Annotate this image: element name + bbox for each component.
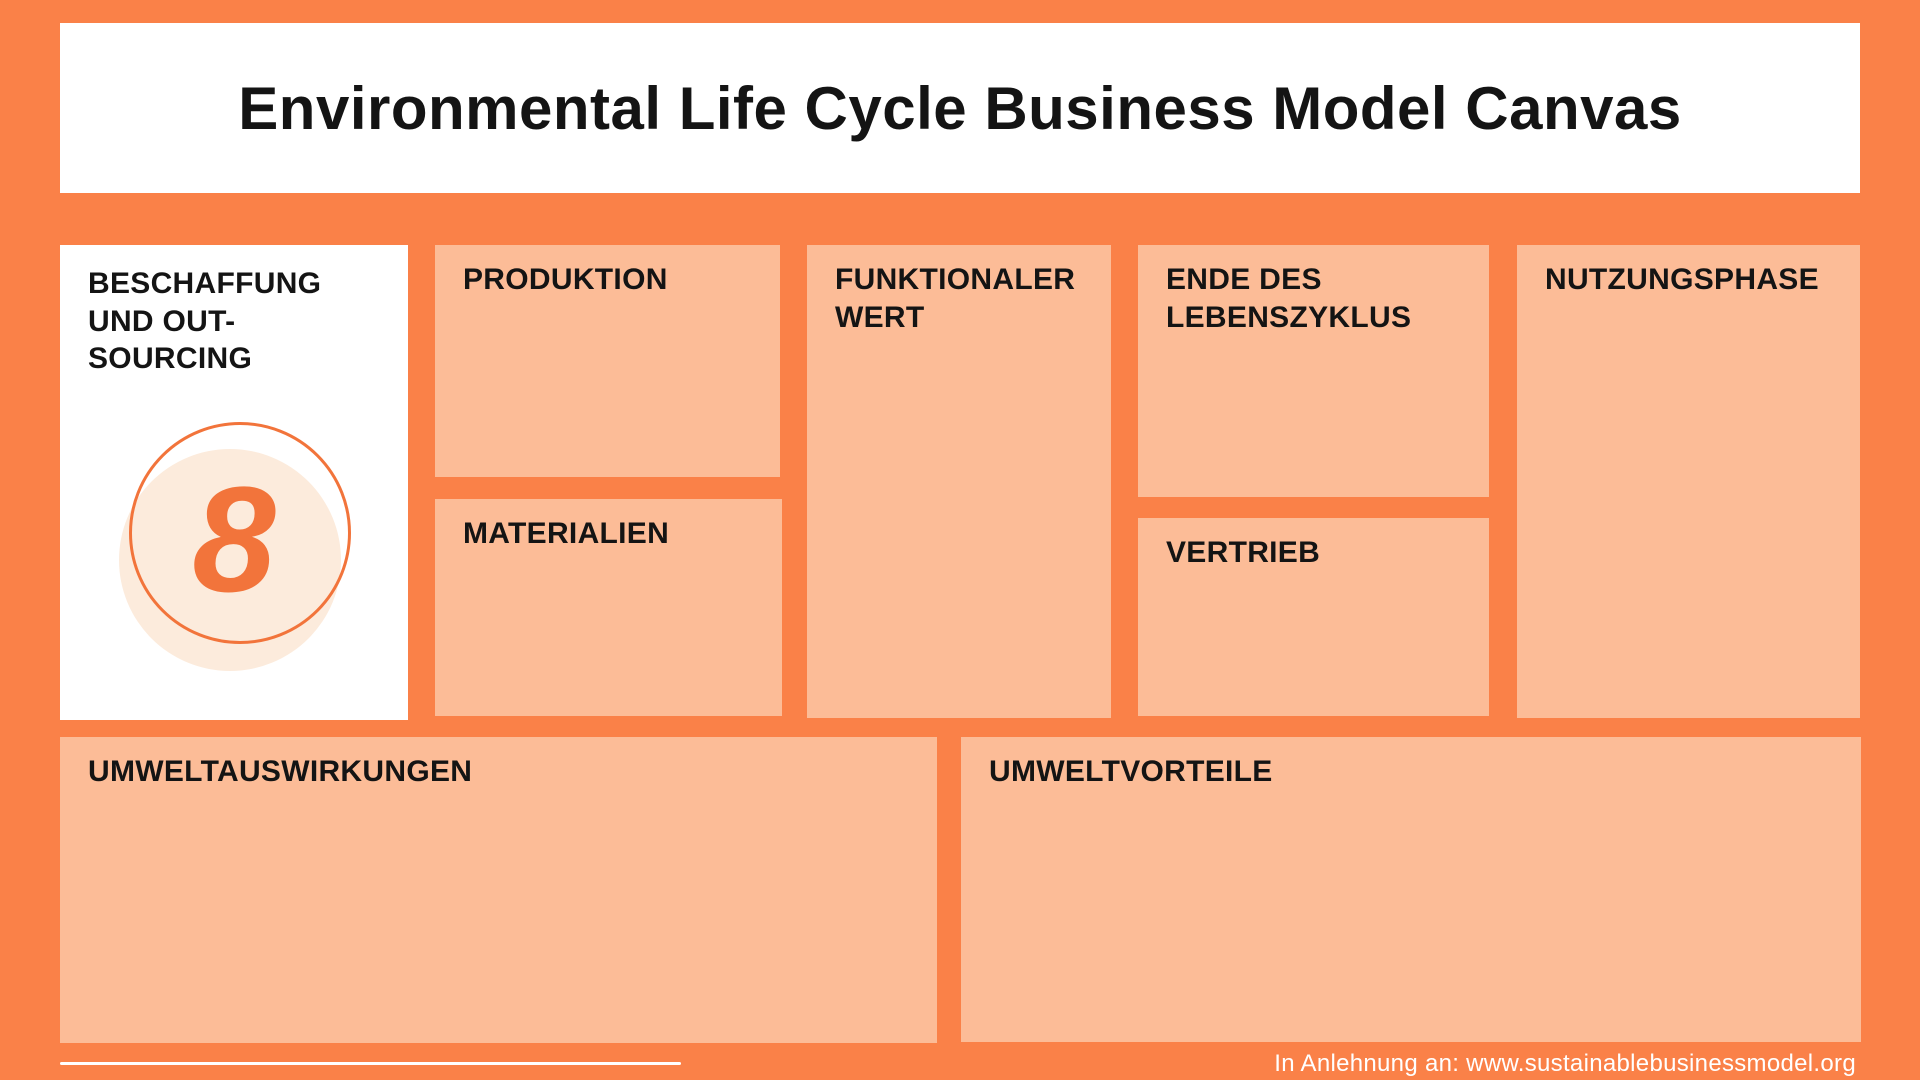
section-label: BESCHAFFUNG UND OUT- SOURCING (88, 267, 322, 375)
section-beschaffung-und-outsourcing: BESCHAFFUNG UND OUT- SOURCING 8 (60, 245, 408, 720)
section-umweltauswirkungen: UMWELTAUSWIRKUNGEN (60, 737, 937, 1043)
section-umweltvorteile: UMWELTVORTEILE (961, 737, 1861, 1042)
section-materialien: MATERIALIEN (435, 499, 782, 716)
section-label: FUNKTIONALER WERT (835, 263, 1076, 334)
section-label: VERTRIEB (1166, 536, 1321, 569)
badge-number: 8 (192, 455, 276, 623)
footer-underline (60, 1062, 681, 1065)
section-ende-des-lebenszyklus: ENDE DES LEBENSZYKLUS (1138, 245, 1489, 497)
section-label: UMWELTAUSWIRKUNGEN (88, 755, 473, 788)
badge-ring-circle: 8 (129, 422, 351, 644)
section-label: MATERIALIEN (463, 517, 670, 550)
section-produktion: PRODUKTION (435, 245, 780, 477)
section-nutzungsphase: NUTZUNGSPHASE (1517, 245, 1860, 718)
section-label: PRODUKTION (463, 263, 668, 296)
section-label: ENDE DES LEBENSZYKLUS (1166, 263, 1412, 334)
section-label: UMWELTVORTEILE (989, 755, 1273, 788)
attribution-text: In Anlehnung an: www.sustainablebusiness… (1274, 1050, 1856, 1077)
page-title: Environmental Life Cycle Business Model … (238, 74, 1682, 142)
section-label: NUTZUNGSPHASE (1545, 263, 1819, 296)
title-bar: Environmental Life Cycle Business Model … (60, 23, 1860, 193)
section-funktionaler-wert: FUNKTIONALER WERT (807, 245, 1111, 718)
section-vertrieb: VERTRIEB (1138, 518, 1489, 716)
